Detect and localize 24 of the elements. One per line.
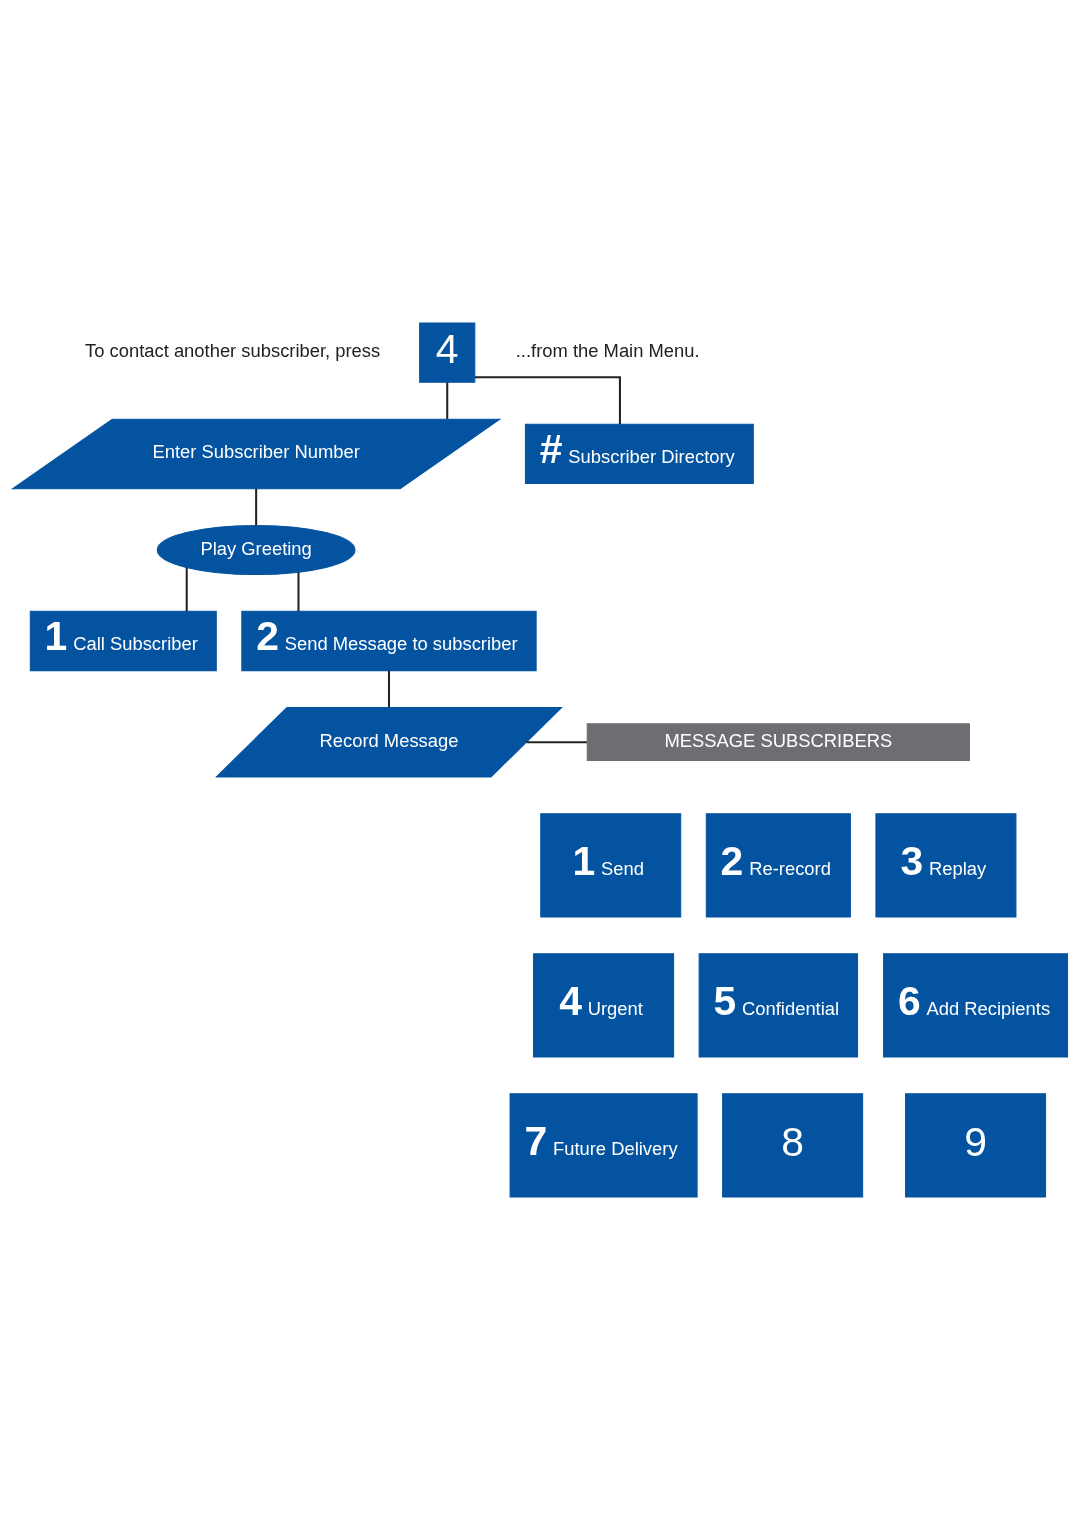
connector [185, 567, 188, 612]
node-box: 5 Confidential [698, 953, 859, 1058]
connector [446, 382, 449, 419]
node-box: 2 Send Message to subscriber [241, 610, 537, 672]
node-box: 1 Call Subscriber [29, 610, 217, 672]
node-box: 3 Replay [875, 813, 1017, 918]
node-ellipse: Play Greeting [156, 524, 356, 576]
connector [297, 572, 300, 612]
node-box: #Subscriber Directory [524, 423, 754, 485]
connector [475, 376, 621, 425]
node-box: 6 Add Recipients [883, 953, 1069, 1058]
node-box: 1 Send [540, 813, 682, 918]
label: To contact another subscriber, press [85, 340, 381, 362]
connector [387, 670, 390, 708]
node-box: 2 Re-record [705, 813, 851, 918]
node-box: 9 [905, 1093, 1047, 1198]
label: ...from the Main Menu. [515, 340, 700, 362]
node-box: 7 Future Delivery [509, 1093, 698, 1198]
node-box: 8 [722, 1093, 864, 1198]
node-box: MESSAGE SUBSCRIBERS [586, 723, 970, 762]
node-box: 4 Urgent [533, 953, 675, 1058]
connector [255, 488, 258, 526]
node-box: 4 [419, 322, 476, 383]
connector [526, 741, 587, 744]
